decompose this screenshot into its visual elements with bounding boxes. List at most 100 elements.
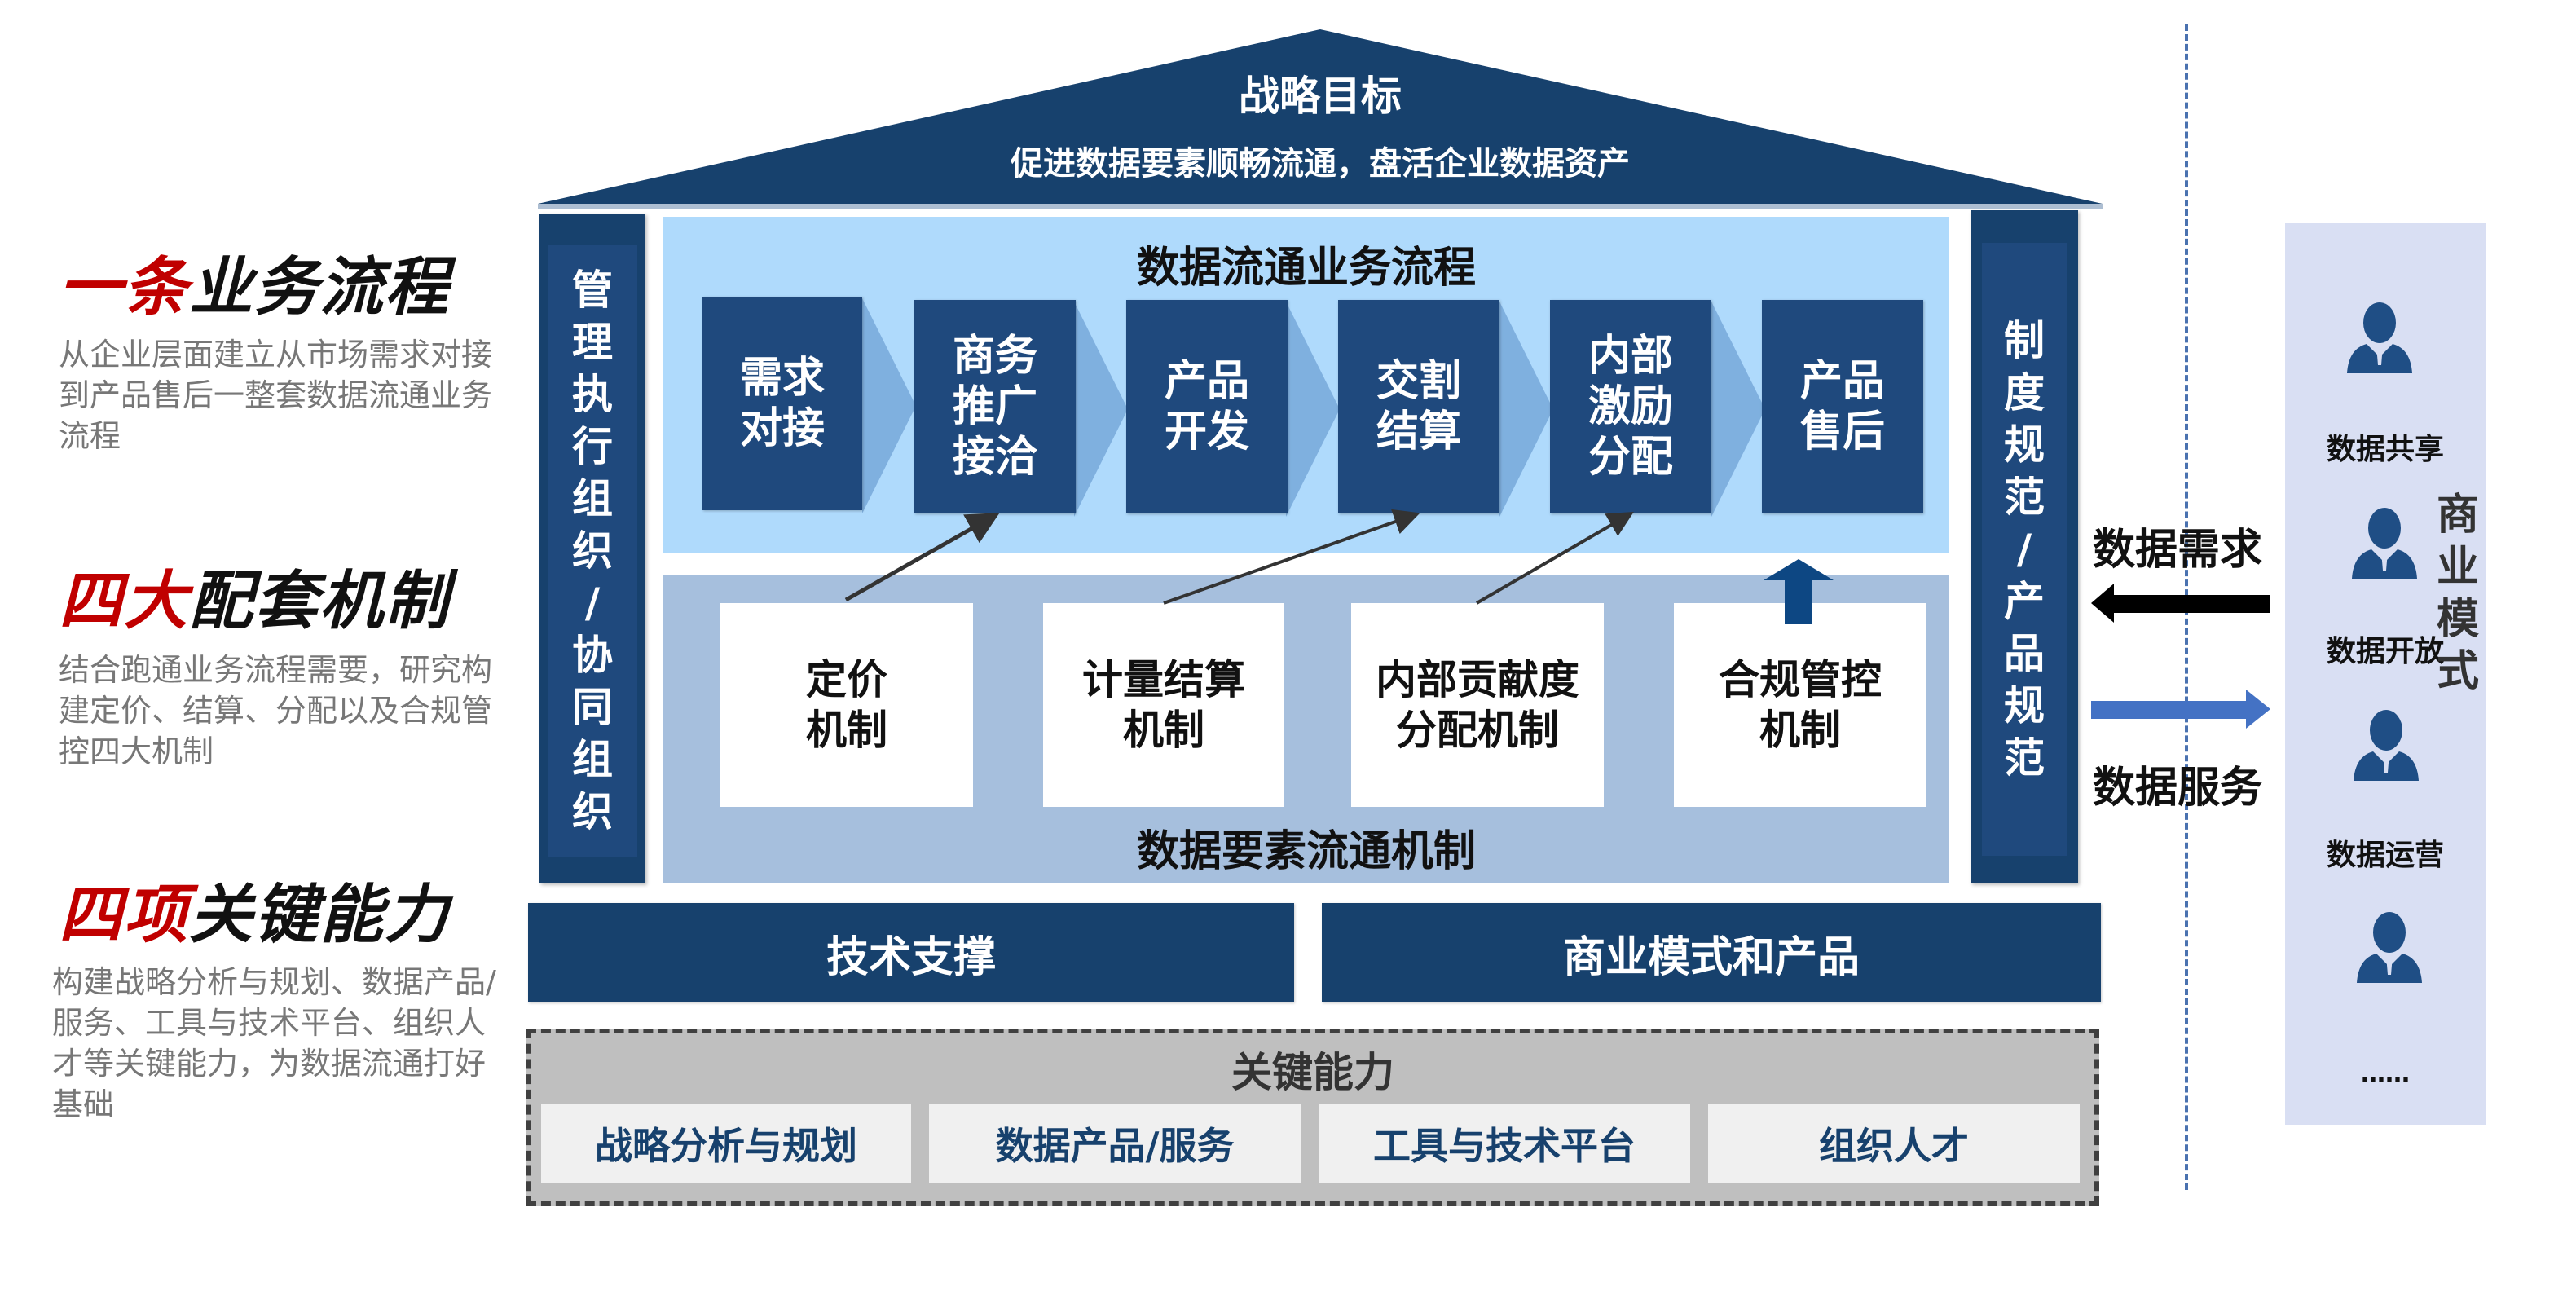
step-line: 需求 bbox=[739, 354, 825, 403]
process-step: 产品 开发 bbox=[1126, 300, 1288, 513]
mechanism-box: 计量结算 机制 bbox=[1043, 603, 1284, 807]
mechanism-line: 内部贡献度 bbox=[1376, 656, 1579, 703]
mechanism-line: 分配机制 bbox=[1396, 707, 1559, 754]
title-highlight: 一条 bbox=[59, 251, 190, 324]
business-model-product-bar: 商业模式和产品 bbox=[1322, 903, 2101, 1002]
vertical-char: 织 bbox=[572, 788, 613, 835]
vertical-char: 管 bbox=[572, 267, 613, 314]
mechanism-box: 内部贡献度 分配机制 bbox=[1351, 603, 1604, 807]
step-line: 对接 bbox=[739, 404, 825, 453]
vertical-char: / bbox=[584, 579, 601, 627]
vertical-char: 规 bbox=[2004, 421, 2045, 469]
vertical-char: 执 bbox=[572, 371, 613, 418]
key-capability-title: 关键能力 bbox=[1231, 1049, 1394, 1096]
chevron-right-icon bbox=[1074, 302, 1128, 517]
person-icon bbox=[2347, 302, 2412, 373]
vertical-char: 组 bbox=[572, 475, 613, 522]
mechanism-line: 机制 bbox=[1123, 707, 1204, 754]
step-line: 产品 bbox=[1799, 357, 1885, 406]
vertical-char: 范 bbox=[2004, 474, 2045, 521]
capability-item: 组织人才 bbox=[1708, 1104, 2080, 1183]
vertical-char: 制 bbox=[2004, 317, 2045, 364]
step-line: 分配 bbox=[1587, 433, 1673, 482]
arrow-left-icon bbox=[2091, 445, 2270, 566]
mechanism-line: 定价 bbox=[806, 656, 887, 703]
step-line: 产品 bbox=[1164, 357, 1249, 406]
section-description: 从企业层面建立从市场需求对接到产品售后一整套数据流通业务流程 bbox=[59, 337, 493, 454]
capability-item: 工具与技术平台 bbox=[1319, 1104, 1690, 1183]
strategy-goal-title: 战略目标 bbox=[1239, 73, 1402, 120]
left-pillar: 管理执行组织/协同组织 bbox=[539, 214, 645, 883]
vertical-char: 协 bbox=[572, 632, 613, 679]
process-step: 需求 对接 bbox=[702, 297, 862, 510]
step-line: 推广 bbox=[952, 382, 1037, 431]
chevron-right-icon bbox=[1286, 302, 1340, 517]
vertical-char: 范 bbox=[2004, 734, 2045, 782]
section-title: 四项关键能力 bbox=[59, 864, 450, 955]
title-highlight: 四项 bbox=[59, 879, 190, 952]
right-pillar: 制度规范/产品规范 bbox=[1971, 210, 2078, 883]
vertical-char: 商 bbox=[2437, 491, 2480, 540]
step-line: 开发 bbox=[1164, 408, 1249, 456]
role-label: 数据开放 bbox=[2326, 635, 2444, 668]
mechanism-box: 合规管控 机制 bbox=[1674, 603, 1926, 807]
mechanism-line: 机制 bbox=[1759, 707, 1841, 754]
chevron-right-icon bbox=[862, 298, 916, 513]
vertical-char: 品 bbox=[2004, 630, 2045, 677]
section-description: 结合跑通业务流程需要，研究构建定价、结算、分配以及合规管控四大机制 bbox=[59, 652, 493, 769]
vertical-char: 行 bbox=[572, 423, 613, 470]
roof-triangle bbox=[538, 29, 2103, 209]
arrow-left-icon bbox=[2091, 584, 2270, 623]
section-title: 四大配套机制 bbox=[59, 550, 450, 641]
person-icon bbox=[2354, 710, 2419, 781]
business-model-title: 商业模式 bbox=[2437, 489, 2479, 698]
role-label: 数据共享 bbox=[2326, 433, 2444, 466]
vertical-char: 同 bbox=[572, 684, 613, 731]
vertical-char: 组 bbox=[572, 736, 613, 783]
step-line: 接洽 bbox=[952, 433, 1037, 482]
business-process-title: 数据流通业务流程 bbox=[1136, 244, 1476, 293]
right-pillar-text: 制度规范/产品规范 bbox=[1982, 243, 2067, 856]
vertical-char: 式 bbox=[2437, 647, 2480, 696]
mechanism-line: 机制 bbox=[806, 707, 887, 754]
capability-item: 战略分析与规划 bbox=[541, 1104, 911, 1183]
vertical-char: 模 bbox=[2437, 595, 2480, 644]
arrow-right-icon bbox=[2091, 690, 2270, 729]
vertical-char: 业 bbox=[2437, 543, 2480, 592]
ellipsis-label: …… bbox=[2361, 1060, 2410, 1088]
vertical-char: 理 bbox=[572, 319, 613, 366]
chevron-right-icon bbox=[1711, 302, 1765, 517]
process-step: 商务 推广 接洽 bbox=[914, 300, 1076, 513]
title-rest: 关键能力 bbox=[189, 879, 451, 952]
tech-support-bar: 技术支撑 bbox=[528, 903, 1294, 1002]
step-line: 交割 bbox=[1376, 357, 1461, 406]
vertical-char: 度 bbox=[2004, 369, 2045, 416]
vertical-char: 织 bbox=[572, 527, 613, 575]
mechanism-line: 计量结算 bbox=[1082, 656, 1245, 703]
mechanism-line: 合规管控 bbox=[1719, 656, 1882, 703]
process-step: 内部 激励 分配 bbox=[1550, 300, 1711, 513]
mechanism-box: 定价 机制 bbox=[720, 603, 973, 807]
step-line: 结算 bbox=[1376, 408, 1461, 456]
data-service-label: 数据服务 bbox=[2093, 764, 2263, 813]
mechanism-title: 数据要素流通机制 bbox=[1136, 827, 1476, 876]
strategy-goal-subtitle: 促进数据要素顺畅流通，盘活企业数据资产 bbox=[1011, 145, 1630, 183]
capability-item: 数据产品/服务 bbox=[929, 1104, 1301, 1183]
section-description: 构建战略分析与规划、数据产品/服务、工具与技术平台、组织人才等关键能力，为数据流… bbox=[52, 964, 496, 1122]
role-label: 数据运营 bbox=[2326, 839, 2444, 872]
left-pillar-text: 管理执行组织/协同组织 bbox=[548, 245, 637, 857]
person-icon bbox=[2352, 508, 2417, 579]
data-demand-label: 数据需求 bbox=[2093, 526, 2263, 575]
vertical-char: / bbox=[2016, 526, 2032, 573]
title-rest: 配套机制 bbox=[189, 565, 451, 638]
person-icon bbox=[2357, 912, 2422, 983]
step-line: 激励 bbox=[1587, 382, 1673, 431]
vertical-char: 产 bbox=[2004, 578, 2045, 625]
step-line: 内部 bbox=[1587, 332, 1673, 381]
section-title: 一条业务流程 bbox=[59, 236, 450, 328]
vertical-char: 规 bbox=[2004, 682, 2045, 729]
step-line: 售后 bbox=[1799, 408, 1885, 456]
process-step: 交割 结算 bbox=[1338, 300, 1499, 513]
step-line: 商务 bbox=[952, 332, 1037, 381]
process-step: 产品 售后 bbox=[1762, 300, 1923, 513]
